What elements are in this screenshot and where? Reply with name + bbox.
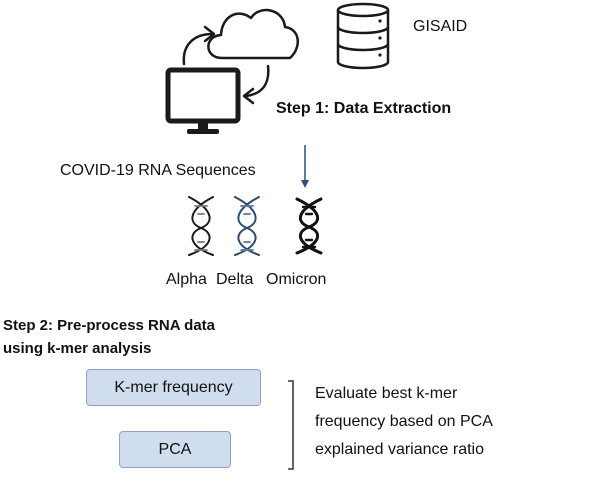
step1-title: Step 1: Data Extraction: [276, 100, 452, 117]
variant-label-omicron: Omicron: [266, 271, 327, 288]
database-icon: [336, 2, 390, 70]
gisaid-label: GISAID: [413, 18, 468, 35]
step2-title-line1: Step 2: Pre-process RNA data: [3, 317, 216, 334]
cloud-icon: [207, 8, 299, 60]
down-arrow-icon: [301, 145, 309, 188]
pca-box: PCA: [119, 431, 231, 468]
step2-title-line2: using k-mer analysis: [3, 340, 152, 357]
dna-delta-icon: [234, 196, 260, 256]
variant-label-alpha: Alpha: [166, 271, 207, 288]
kmer-frequency-box: K-mer frequency: [86, 369, 261, 406]
note-line-2: frequency based on PCA: [315, 413, 493, 430]
dna-omicron-icon: [295, 197, 323, 255]
variant-label-delta: Delta: [216, 271, 254, 288]
computer-monitor-icon: [165, 67, 241, 134]
note-line-1: Evaluate best k-mer: [315, 385, 458, 402]
covid-sequences-label: COVID-19 RNA Sequences: [60, 162, 256, 179]
dna-alpha-icon: [188, 196, 214, 256]
download-curve-arrow-icon: [244, 64, 270, 98]
upload-curve-arrow-icon: [182, 32, 214, 66]
note-line-3: explained variance ratio: [315, 441, 484, 458]
bracket-line: [288, 380, 294, 470]
